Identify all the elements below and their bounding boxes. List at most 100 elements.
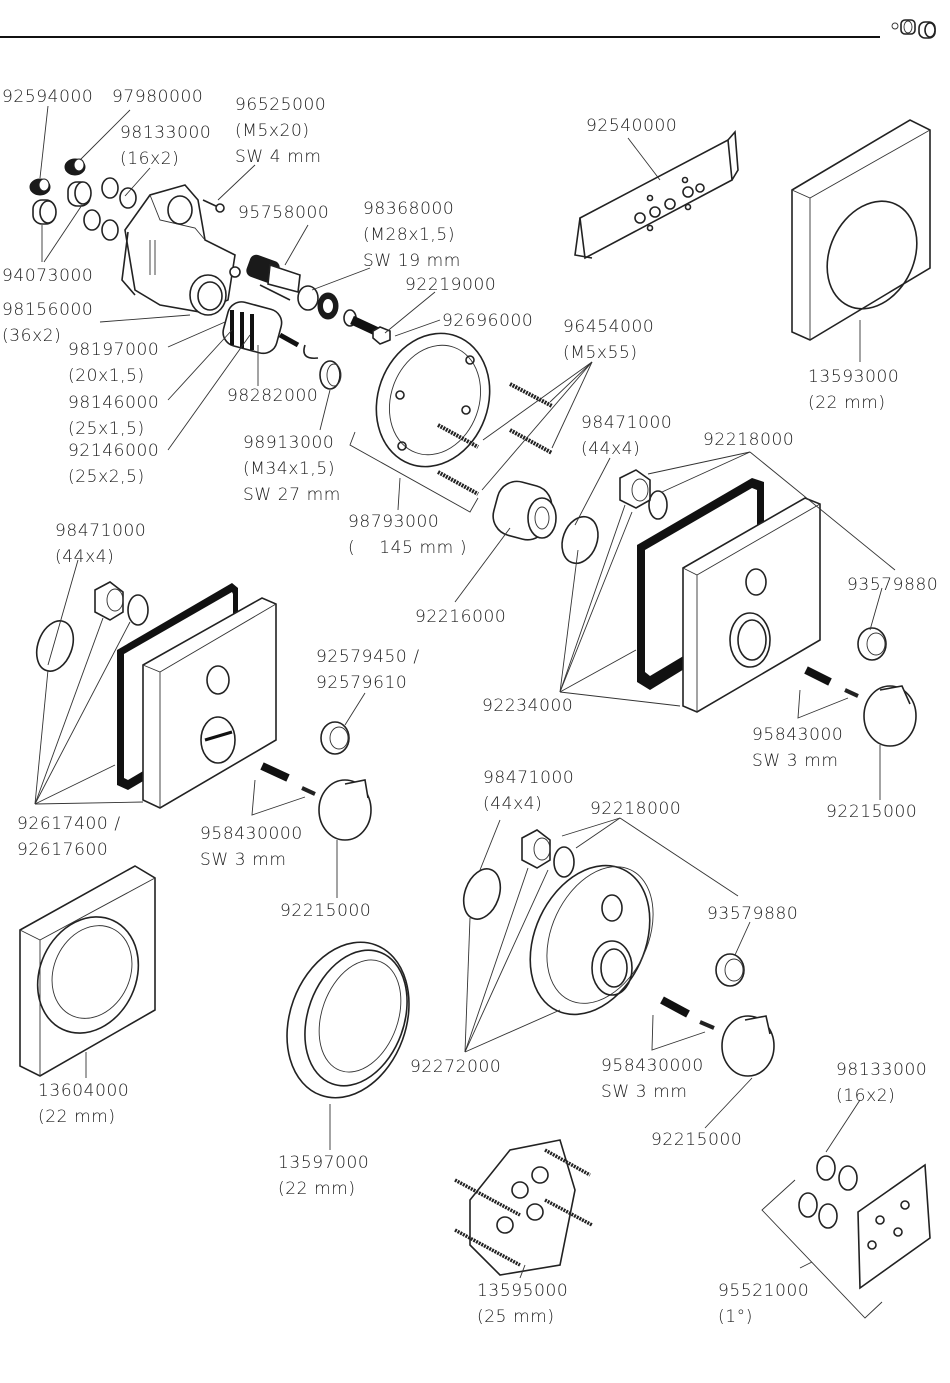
part-number: 13604000 [38, 1081, 130, 1101]
rough-in-set-13595000 [454, 1139, 593, 1276]
part-number: 98471000 [55, 521, 147, 541]
part-label-98913000: 98913000(M34x1,5)SW 27 mm [243, 430, 341, 508]
part-spec: (25x1,5) [68, 419, 145, 439]
part-number: 97980000 [112, 87, 204, 107]
nut-92218000-a [619, 469, 668, 520]
valve-body [121, 184, 236, 316]
part-spec: (16x2) [120, 149, 180, 169]
part-spec: SW 19 mm [363, 251, 461, 271]
part-number: 92617400 / [17, 814, 121, 834]
part-spec: (25 mm) [477, 1307, 555, 1327]
part-number: 98368000 [363, 199, 455, 219]
part-number: 92215000 [651, 1130, 743, 1150]
part-number: 98156000 [2, 300, 94, 320]
part-label-98368000: 98368000 (M28x1,5) SW 19 mm [363, 196, 461, 274]
part-label-92218000-right: 92218000 [703, 427, 794, 453]
part-spec: ( 145 mm ) [348, 538, 468, 558]
part-label-98146000: 98146000 (25x1,5) [68, 390, 159, 442]
part-number: 95521000 [718, 1281, 810, 1301]
seal-set-95521000 [798, 1155, 931, 1290]
part-spec: (22 mm) [278, 1179, 356, 1199]
part-label-92215000-left: 92215000 [280, 898, 371, 924]
part-label-98133000-bottom: 98133000 (16x2) [836, 1057, 927, 1109]
o-ring-98471000-b [35, 620, 75, 672]
part-label-92146000: 92146000(25x2,5) [68, 438, 159, 490]
part-label-98793000: 98793000 ( 145 mm ) [348, 509, 467, 561]
part-number: 94073000 [2, 266, 94, 286]
bracket-92540000 [574, 130, 739, 260]
part-number: 92215000 [826, 802, 918, 822]
part-spec: (44x4) [483, 794, 543, 814]
part-spec: SW 3 mm [200, 850, 287, 870]
part-number: 96525000 [235, 95, 327, 115]
part-number: 98146000 [68, 393, 160, 413]
button-cap-93579880-b [715, 953, 745, 987]
spindle-92219000 [343, 309, 391, 345]
part-spec: (22 mm) [808, 393, 886, 413]
part-number: 13595000 [477, 1281, 569, 1301]
screws-96454000 [437, 382, 553, 496]
part-number: 98197000 [68, 340, 160, 360]
extension-frame-13604000 [19, 865, 156, 1077]
part-label-95758000: 95758000 [238, 200, 329, 226]
part-label-92218000-bottom: 92218000 [590, 796, 681, 822]
part-number: 92540000 [586, 116, 678, 136]
part-number: 92234000 [482, 696, 574, 716]
part-label-92594000: 92594000 [2, 84, 93, 110]
cartridge-98282000 [222, 301, 319, 360]
part-number: 98913000 [243, 433, 335, 453]
part-spec: (1°) [718, 1307, 753, 1327]
part-spec: (44x4) [55, 547, 115, 567]
part-number: 13597000 [278, 1153, 370, 1173]
part-label-94073000: 94073000 [2, 263, 93, 289]
handle-92215000-c [721, 1015, 775, 1077]
part-number: 92579610 [316, 673, 408, 693]
adapter-958430000-b [660, 996, 715, 1030]
part-label-93579880-bottom: 93579880 [707, 901, 798, 927]
part-label-92696000: 92696000 [442, 308, 533, 334]
part-label-98471000-left: 98471000 (44x4) [55, 518, 146, 570]
adapter-95843000-a [804, 666, 859, 698]
part-number: 98471000 [581, 413, 673, 433]
part-number: 13593000 [808, 367, 900, 387]
part-label-93579880-right: 93579880 [847, 572, 938, 598]
part-label-92215000-right: 92215000 [826, 799, 917, 825]
part-number: 92579450 / [316, 647, 420, 667]
part-spec: (16x2) [836, 1086, 896, 1106]
thermostat-cartridge-95758000 [229, 254, 301, 301]
part-number: 98471000 [483, 768, 575, 788]
part-spec: (20x1,5) [68, 366, 145, 386]
part-label-96525000: 96525000(M5x20)SW 4 mm [235, 92, 326, 170]
part-number: 93579880 [707, 904, 799, 924]
part-number: 92216000 [415, 607, 507, 627]
part-spec: (M28x1,5) [363, 225, 456, 245]
part-label-92617400: 92617400 / 92617600 [17, 811, 121, 863]
part-label-92540000: 92540000 [586, 113, 677, 139]
part-spec: (M5x55) [563, 343, 638, 363]
handle-92215000-b [318, 779, 372, 841]
trim-plate-square-left [142, 597, 277, 809]
o-ring-98471000-c [462, 868, 502, 920]
screw-96525000 [202, 199, 225, 213]
part-number: 92696000 [442, 311, 534, 331]
part-number: 98133000 [836, 1060, 928, 1080]
mounting-ring-98793000 [375, 332, 491, 468]
part-number: 92617600 [17, 840, 109, 860]
part-label-92219000: 92219000 [405, 272, 496, 298]
nut-92218000-b [521, 829, 575, 878]
part-label-95521000: 95521000 (1°) [718, 1278, 809, 1330]
part-label-98156000: 98156000(36x2) [2, 297, 93, 349]
adapter-958430000-a [260, 762, 316, 796]
part-label-92272000: 92272000 [410, 1054, 501, 1080]
small-cartridge-92594000 [29, 178, 51, 196]
nut-98913000 [319, 360, 342, 390]
part-number: 98793000 [348, 512, 440, 532]
o-rings-98133000 [83, 177, 137, 241]
trim-plate-square-right [682, 497, 821, 713]
part-label-92579450: 92579450 / 92579610 [316, 644, 420, 696]
